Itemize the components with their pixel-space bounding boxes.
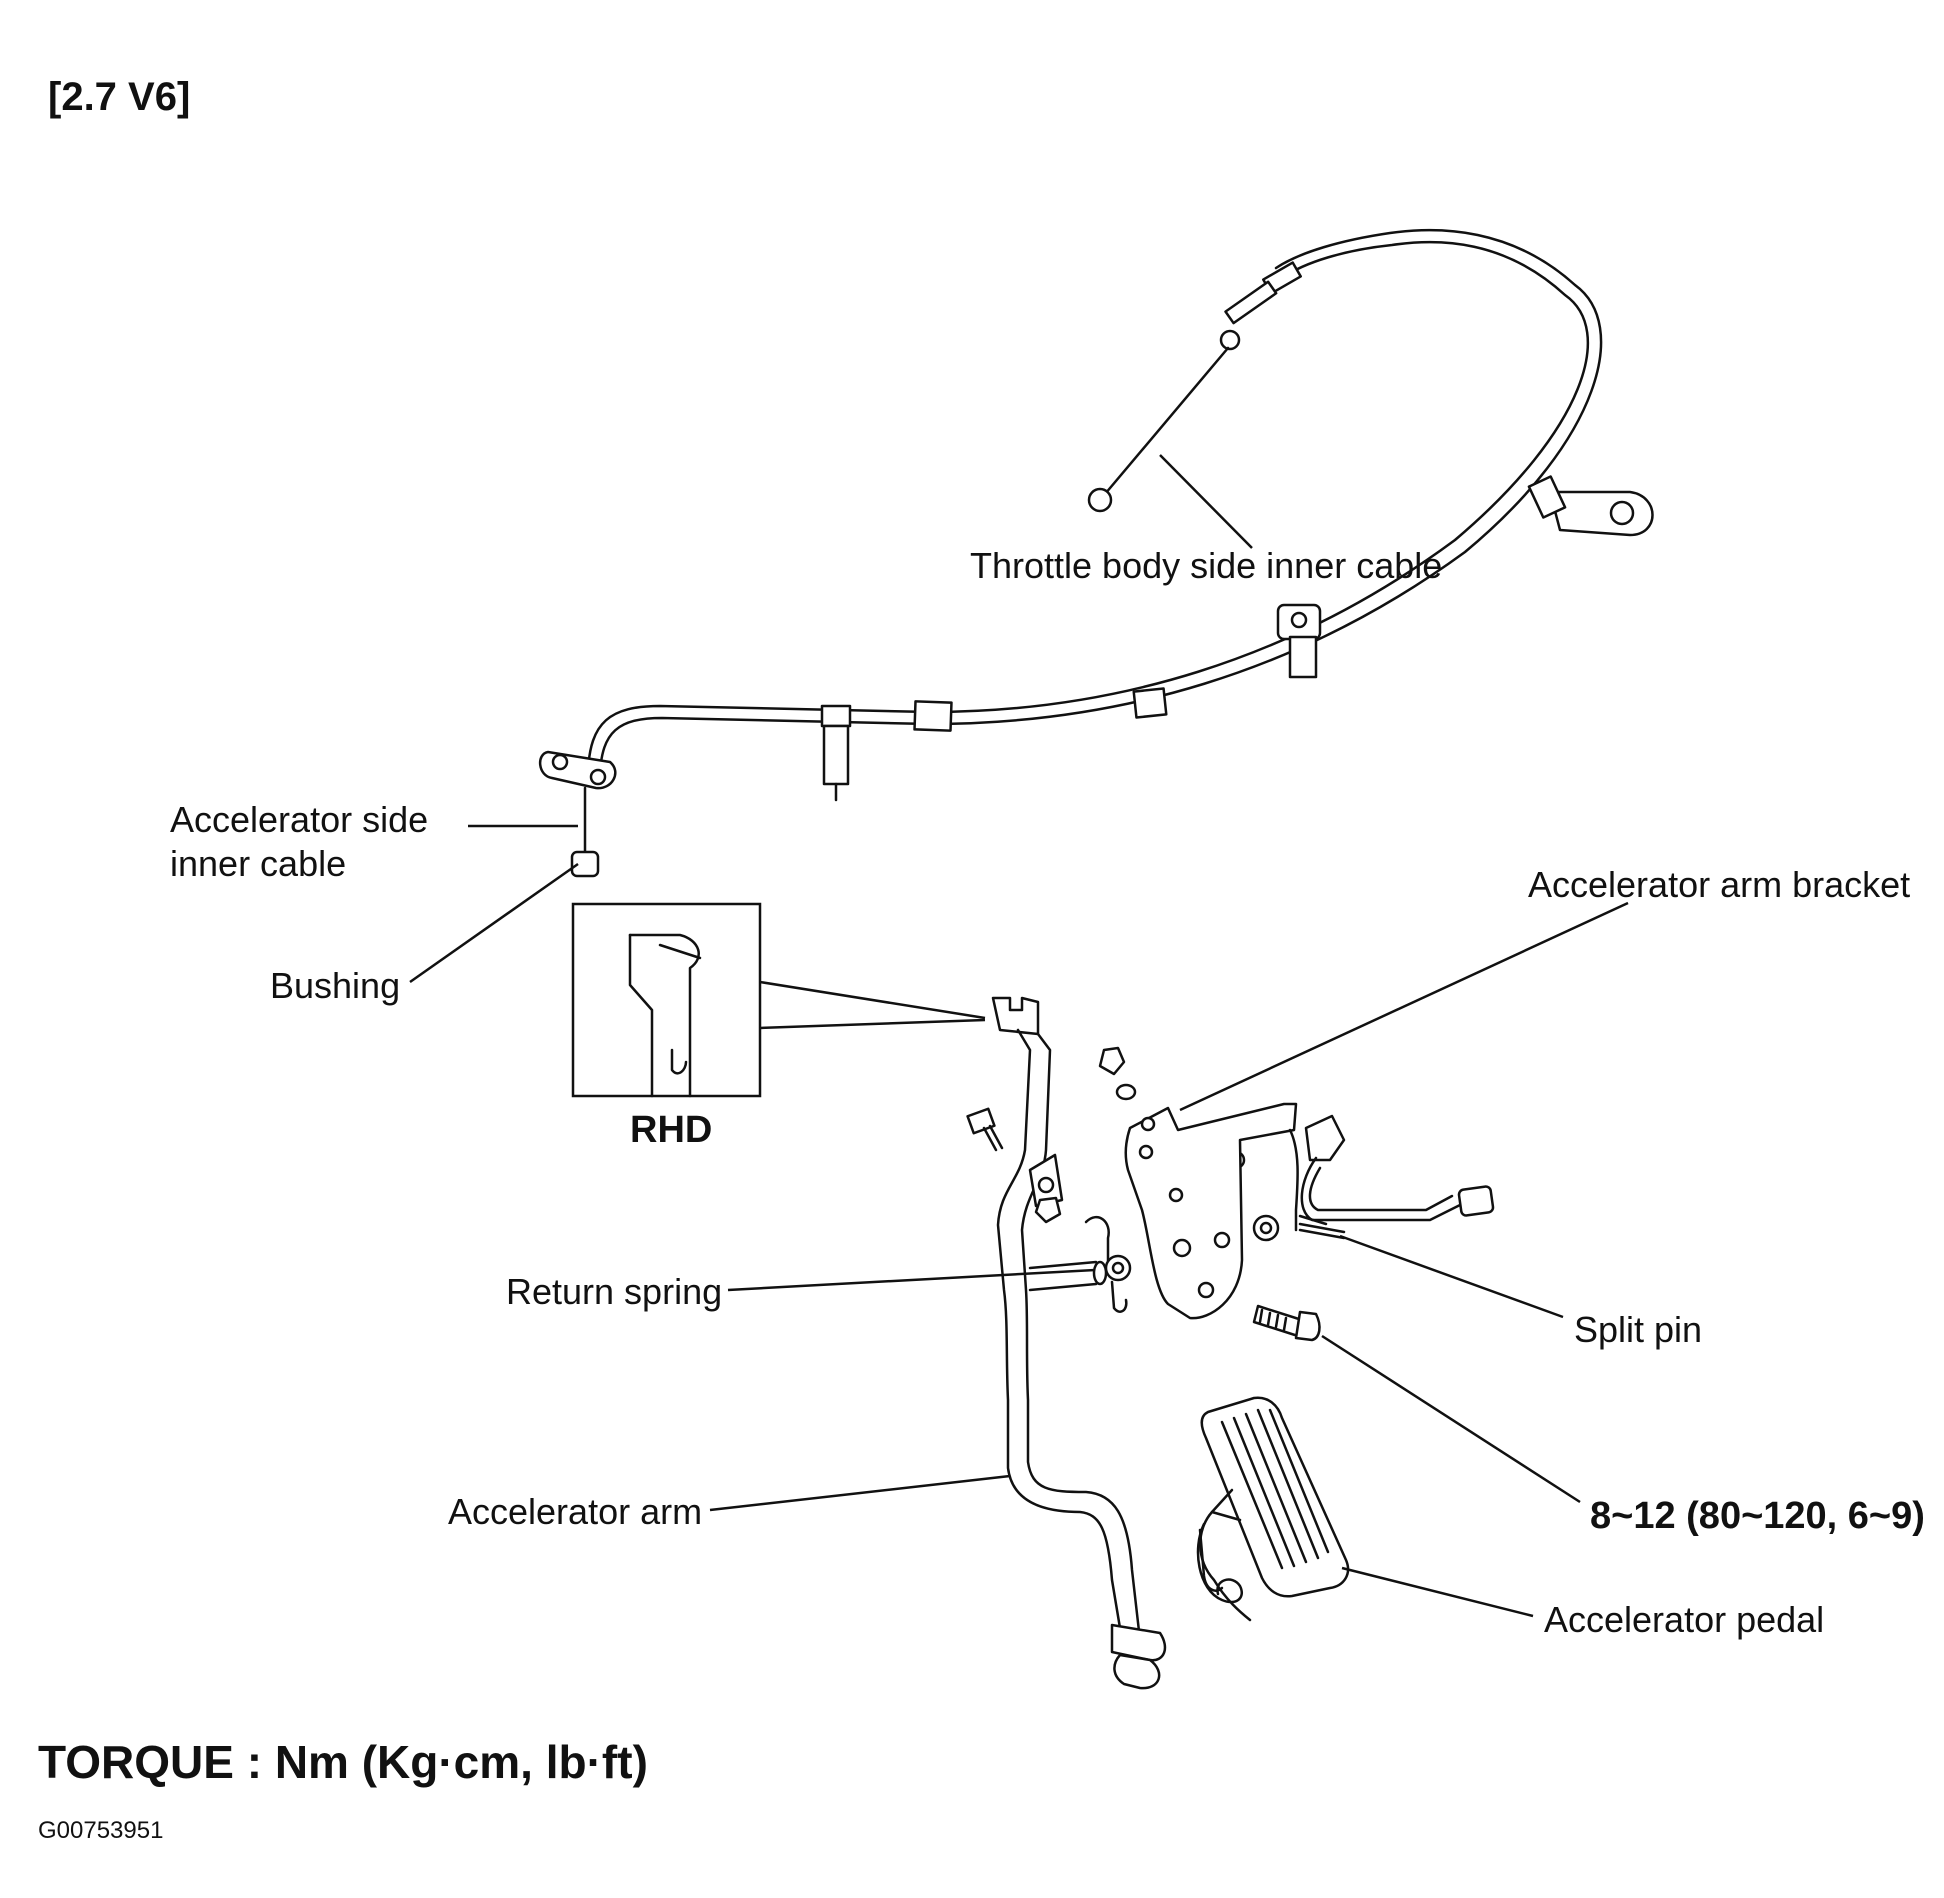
return-spring bbox=[1028, 1215, 1132, 1313]
accelerator-cable bbox=[539, 228, 1654, 878]
label-rhd: RHD bbox=[630, 1109, 712, 1151]
label-accelerator-inner-cable-line2: inner cable bbox=[170, 843, 346, 884]
label-throttle-inner-cable: Throttle body side inner cable bbox=[970, 545, 1442, 586]
label-split-pin: Split pin bbox=[1574, 1309, 1702, 1350]
bolt bbox=[1252, 1304, 1321, 1342]
accelerator-arm-bracket bbox=[1124, 1102, 1495, 1320]
label-return-spring: Return spring bbox=[506, 1271, 722, 1312]
label-arm-bracket: Accelerator arm bracket bbox=[1528, 864, 1910, 905]
leader-lines bbox=[409, 454, 1629, 1618]
torque-units-note: TORQUE : Nm (Kg·cm, lb·ft) bbox=[38, 1736, 648, 1788]
accelerator-arm bbox=[991, 996, 1167, 1690]
label-bushing: Bushing bbox=[270, 965, 400, 1006]
label-torque-spec: 8~12 (80~120, 6~9) bbox=[1590, 1495, 1925, 1537]
accelerator-pedal bbox=[1196, 1396, 1350, 1622]
label-accelerator-pedal: Accelerator pedal bbox=[1544, 1599, 1824, 1640]
rhd-detail bbox=[571, 902, 986, 1098]
figure-id: G00753951 bbox=[38, 1817, 163, 1844]
engine-label: [2.7 V6] bbox=[48, 75, 190, 119]
split-pin bbox=[1298, 1222, 1346, 1240]
label-accelerator-arm: Accelerator arm bbox=[448, 1491, 702, 1532]
fasteners bbox=[966, 1046, 1246, 1224]
label-accelerator-inner-cable-line1: Accelerator side bbox=[170, 799, 428, 840]
